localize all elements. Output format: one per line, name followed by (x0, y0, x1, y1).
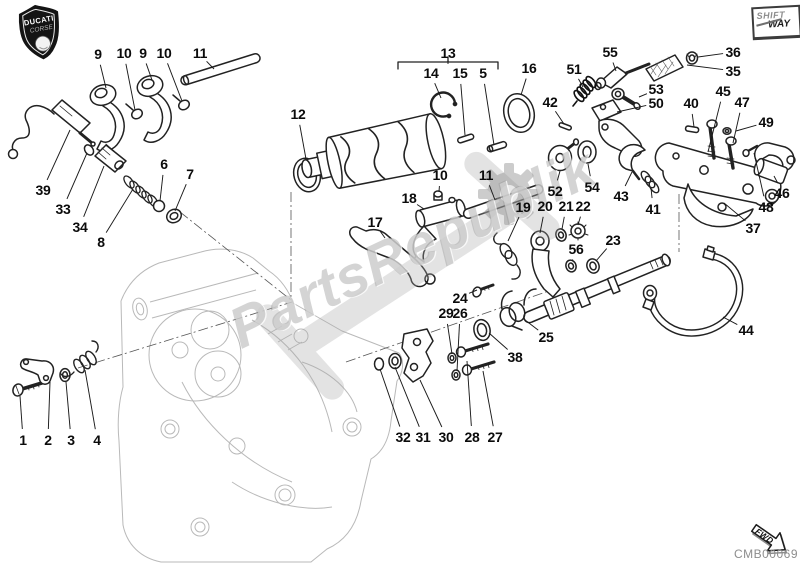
fork-43 (618, 143, 646, 181)
screw-45 (706, 119, 718, 160)
ring-31 (388, 352, 402, 370)
corse-logo-text: CORSE (29, 24, 54, 35)
gear-icon (478, 163, 540, 225)
shift-way-badge: SHIFT WAY (751, 4, 800, 41)
ring-32 (373, 357, 385, 371)
sensor-oring (83, 144, 95, 156)
screw-1 (12, 380, 47, 397)
fork-rod (180, 53, 261, 86)
stopper-plate-30 (401, 328, 434, 383)
drawing-code: CMB00069 (733, 547, 798, 561)
spring-4 (60, 340, 99, 378)
pawl-spring-25 (499, 288, 537, 331)
lever-grip-35 (645, 54, 684, 82)
spring-41 (640, 170, 660, 194)
fwd-arrow-icon: FWD (750, 523, 788, 555)
detent-ring (165, 208, 183, 224)
fork-pin-10 (433, 190, 443, 201)
nut-36 (685, 51, 699, 65)
selector-shaft (523, 253, 671, 324)
group-bracket-13 (397, 56, 499, 70)
washer-56 (565, 259, 577, 273)
pin-5 (486, 140, 508, 153)
return-spring-19 (493, 232, 521, 280)
shift-lever-55 (594, 62, 651, 91)
washer-21 (555, 228, 567, 242)
stop-lever-2 (19, 358, 55, 385)
bracket-plate-37 (654, 142, 782, 228)
washer-29 (447, 352, 457, 364)
detent-ball (152, 199, 166, 213)
screw-24 (472, 283, 495, 298)
wrench-cross-icon (255, 151, 560, 400)
selector-drum (301, 112, 447, 190)
watermark-logo (255, 151, 560, 400)
screw-27 (461, 360, 496, 376)
pin-40 (684, 125, 700, 134)
oil-hose-44 (642, 245, 744, 337)
detent-plug (94, 143, 127, 173)
snap-ring-14 (429, 91, 458, 119)
ratchet-lever-17 (349, 226, 436, 288)
pin-48 (742, 144, 759, 158)
gear-position-sensor (7, 99, 96, 160)
bearing-ring-16 (502, 92, 536, 134)
cam-disc-52 (547, 138, 580, 172)
washer-38 (473, 318, 491, 342)
shift-fork-left (89, 83, 144, 152)
cam-disc-54 (577, 140, 597, 164)
star-washer-22 (568, 221, 589, 241)
pin-42 (558, 122, 572, 131)
pin-15 (457, 133, 475, 144)
fork-rod-center (462, 184, 544, 220)
ducati-corse-logo: DUCATI CORSE (18, 4, 59, 60)
screw-28 (455, 342, 490, 358)
washer-23 (586, 258, 600, 274)
crankcase-outline (117, 248, 404, 563)
nut-49 (722, 127, 732, 135)
selector-arm-20 (530, 230, 561, 298)
spring-51 (572, 75, 597, 107)
washer-26 (451, 369, 461, 381)
